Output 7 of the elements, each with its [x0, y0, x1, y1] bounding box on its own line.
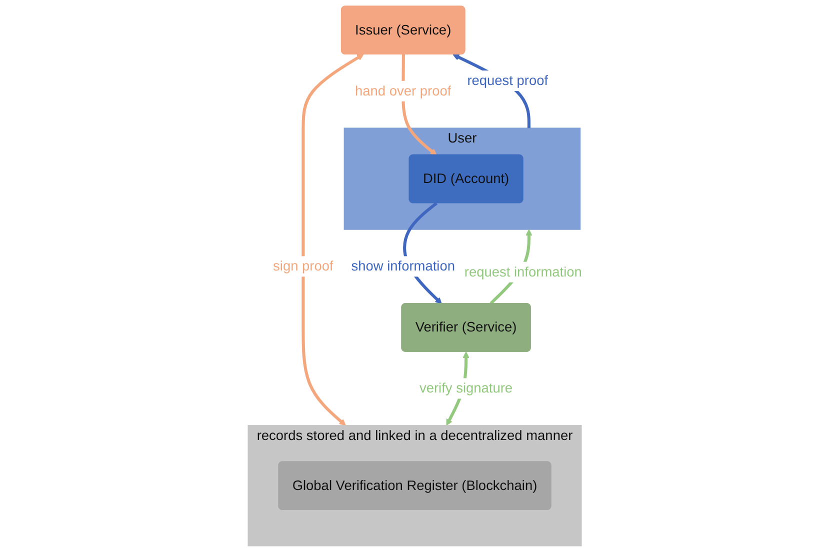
- edge-label: request information: [464, 264, 582, 280]
- arrow: [301, 54, 364, 426]
- edge-label: request proof: [466, 72, 548, 88]
- edge-label: hand over proof: [354, 83, 451, 98]
- edge-label: sign proof: [272, 258, 333, 274]
- edge-label: verify signature: [418, 380, 512, 396]
- edge-label: show information: [350, 258, 454, 274]
